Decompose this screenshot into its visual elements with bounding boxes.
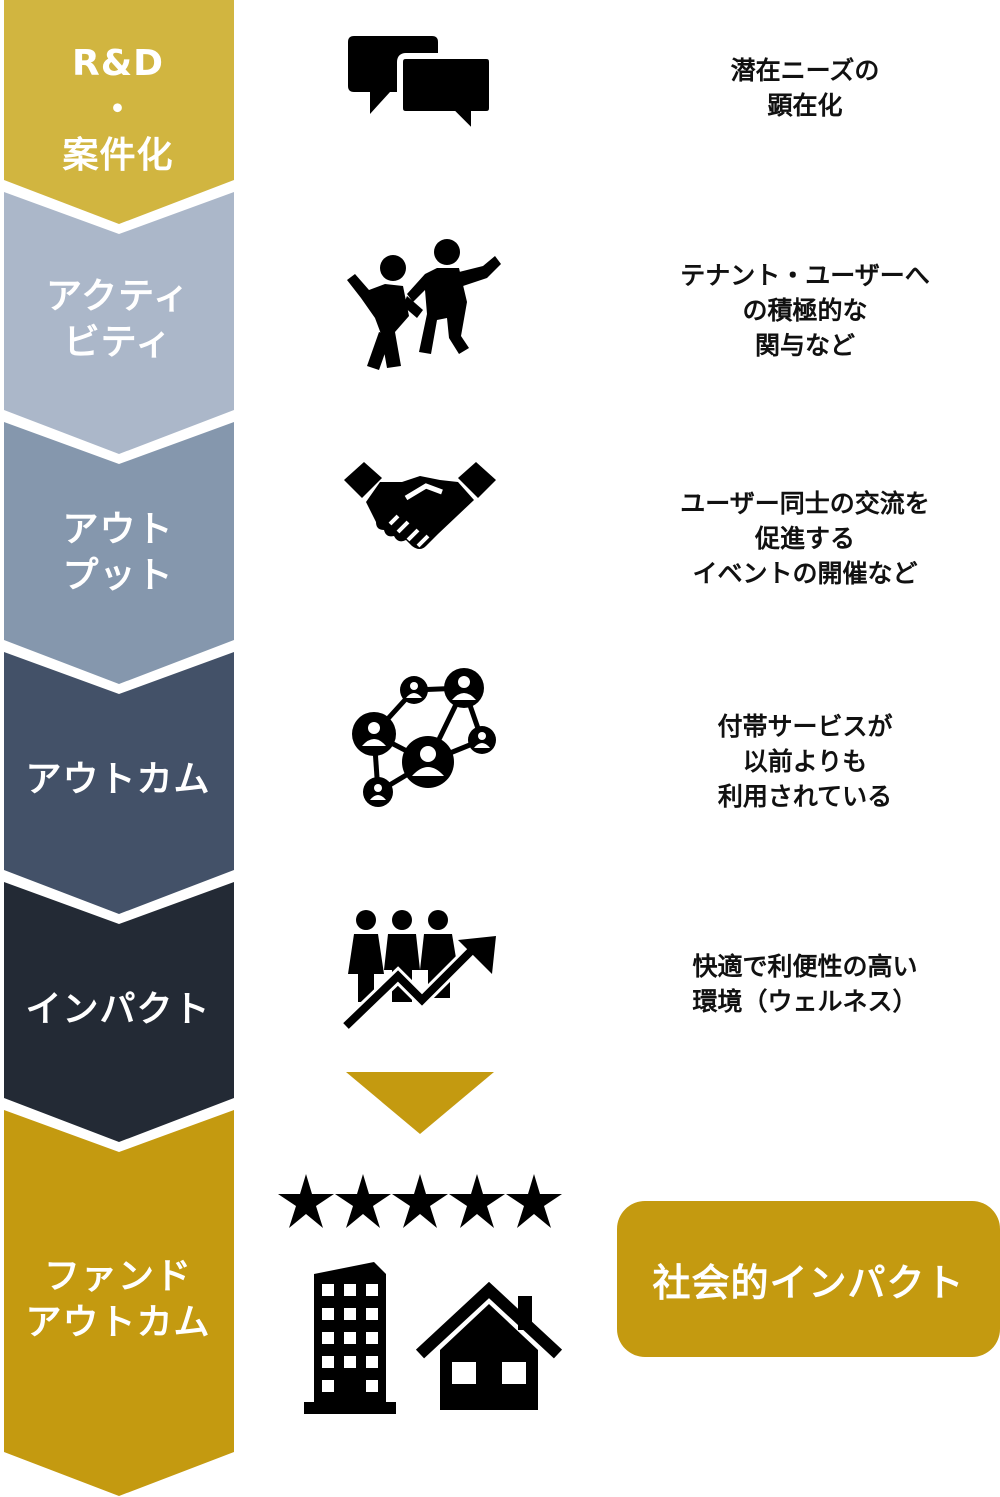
description-line: 利用されている (717, 781, 893, 811)
description-line: 関与など (754, 330, 855, 360)
description-line: 環境（ウェルネス） (692, 987, 918, 1016)
stage-chevron-column (4, 0, 234, 1496)
stage-label-rd: R&D ・ 案件化 (0, 30, 236, 190)
description-line: ユーザー同士の交流を (680, 488, 930, 518)
chevron-output (4, 422, 234, 684)
person-figure (348, 910, 384, 1002)
stage-label-fund-outcome: ファンド アウトカム (0, 1230, 236, 1370)
description-line: の積極的な (742, 295, 868, 325)
speech-bubbles-icon (348, 36, 495, 140)
stage-label-line: R&D (72, 43, 164, 84)
chevron-outcome (4, 652, 234, 914)
stage-label-line: プット (62, 555, 174, 596)
people-growth-icon (341, 910, 496, 1032)
stage-label-line: アクティ (45, 276, 191, 317)
down-arrow-icon (346, 1072, 494, 1134)
stage-label-line: アウトカム (25, 759, 211, 800)
chevron-fund-outcome (4, 1110, 234, 1496)
network-node (444, 668, 484, 708)
stage-label-line: ・ (99, 89, 137, 130)
description-impact: 快適で利便性の高い 環境（ウェルネス） (620, 946, 990, 1022)
network-node (402, 736, 454, 788)
description-line: イベントの開催など (692, 558, 918, 588)
network-icon (352, 668, 496, 807)
stage-label-outcome: アウトカム (0, 730, 236, 830)
stage-label-output: アウト プット (0, 483, 236, 623)
stage-label-activity: アクティ ビティ (0, 250, 236, 390)
star-icon (449, 1174, 505, 1228)
chevron-activity (4, 192, 234, 454)
social-impact-box: 社会的インパクト (617, 1201, 1000, 1357)
star-icon (506, 1174, 562, 1228)
stage-label-line: ビティ (63, 322, 173, 363)
star-icon (335, 1174, 391, 1228)
description-outcome: 付帯サービスが 以前よりも 利用されている (620, 706, 990, 816)
description-line: 快適で利便性の高い (692, 952, 918, 981)
house-icon (415, 1282, 563, 1410)
description-line: 潜在ニーズの (730, 56, 880, 85)
description-rd: 潜在ニーズの 顕在化 (620, 50, 990, 126)
network-node (352, 712, 396, 756)
description-output: ユーザー同士の交流を 促進する イベントの開催など (620, 483, 990, 593)
stage-label-line: 案件化 (62, 135, 174, 176)
description-line: 以前よりも (742, 746, 868, 776)
five-stars-icon (278, 1174, 562, 1228)
social-impact-label: 社会的インパクト (652, 1260, 965, 1305)
stage-label-impact: インパクト (0, 960, 236, 1060)
chevron-rd (4, 0, 234, 224)
star-icon (392, 1174, 448, 1228)
stage-label-line: ファンド (43, 1256, 192, 1297)
description-line: テナント・ユーザーへ (680, 260, 930, 290)
office-building-icon (304, 1262, 396, 1414)
stage-label-line: アウト (62, 509, 174, 550)
description-line: 付帯サービスが (717, 711, 893, 741)
description-activity: テナント・ユーザーへ の積極的な 関与など (620, 255, 990, 365)
people-interacting-icon (347, 239, 501, 370)
description-line: 顕在化 (767, 91, 843, 120)
network-node (363, 777, 393, 807)
description-line: 促進する (754, 523, 855, 553)
network-node (400, 676, 428, 704)
network-node (468, 726, 496, 754)
stage-label-line: アウトカム (25, 1302, 211, 1343)
handshake-icon (344, 462, 496, 549)
stage-label-line: インパクト (25, 989, 211, 1030)
chevron-impact (4, 882, 234, 1142)
star-icon (278, 1174, 334, 1228)
